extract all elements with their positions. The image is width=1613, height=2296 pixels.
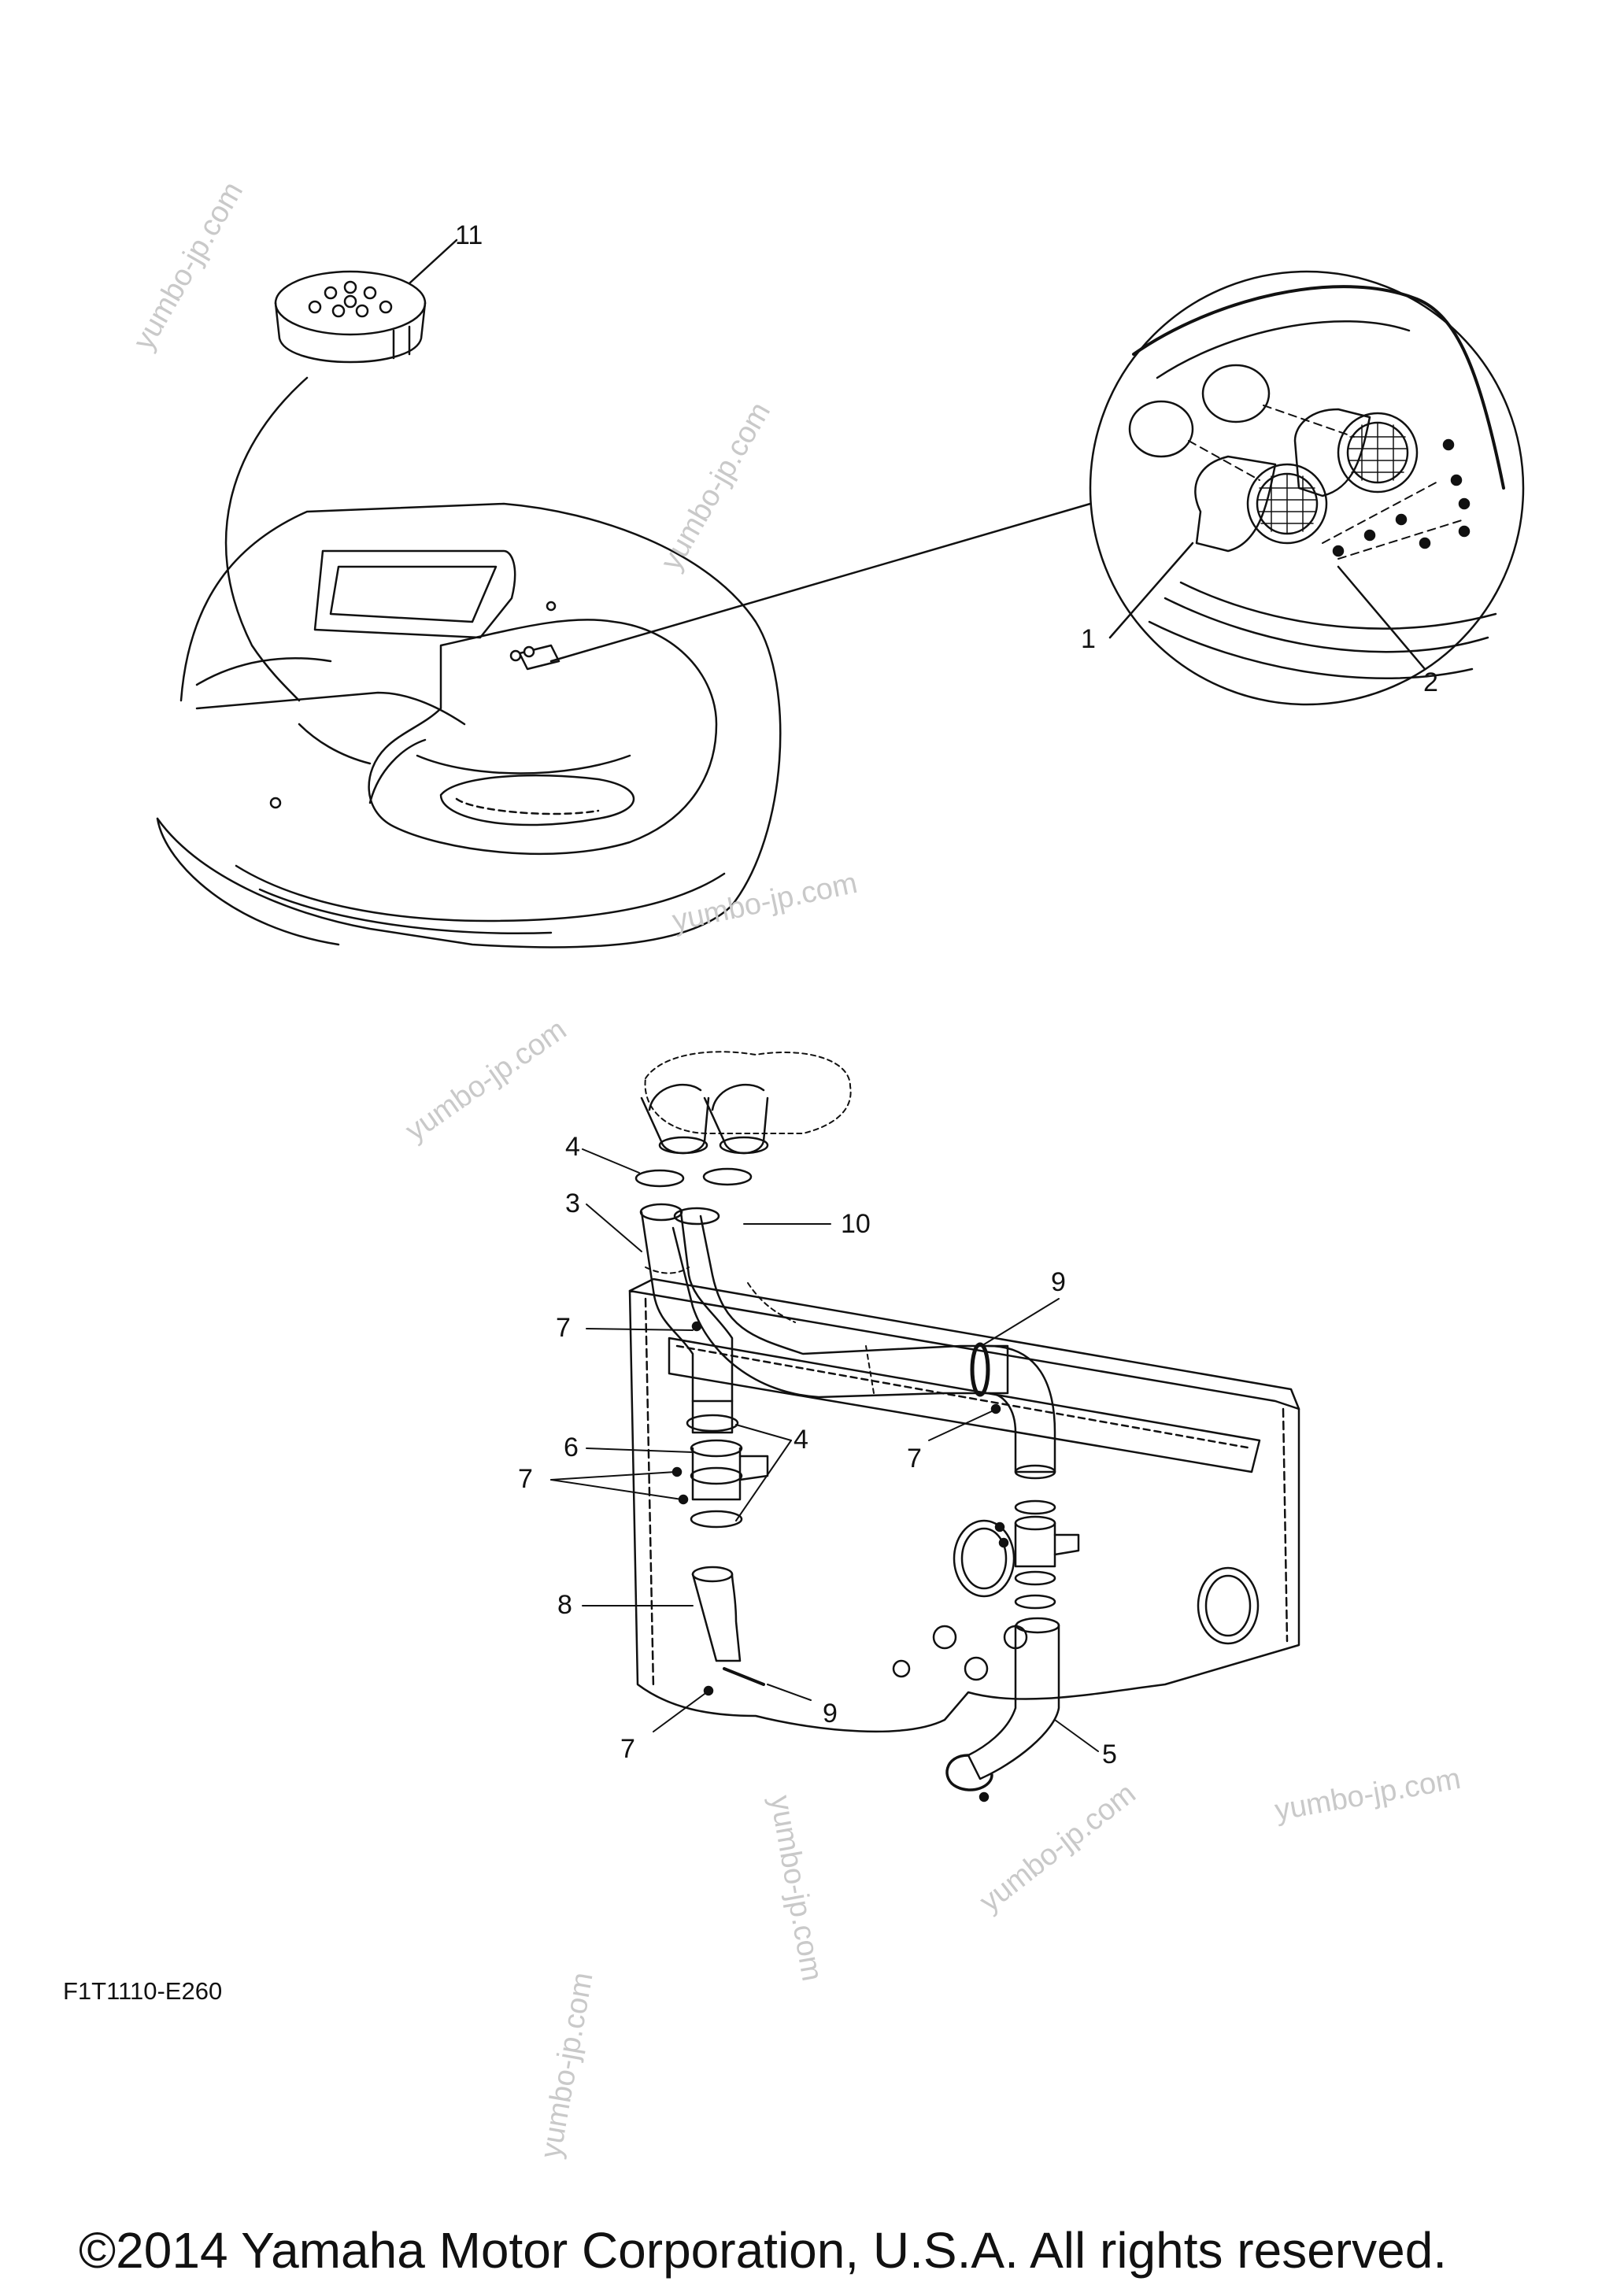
hull-deck-view xyxy=(156,502,782,948)
callout-8: 8 xyxy=(557,1590,572,1620)
callout-7-right: 7 xyxy=(907,1444,922,1473)
callout-4-middle: 4 xyxy=(794,1425,808,1455)
vent-cap-11 xyxy=(274,238,458,364)
diagram-code: F1T1110-E260 xyxy=(63,1977,223,2005)
callout-11: 11 xyxy=(455,220,483,250)
callout-4-top: 4 xyxy=(565,1132,580,1162)
callout-2: 2 xyxy=(1423,667,1438,697)
callout-5: 5 xyxy=(1102,1740,1117,1769)
callout-leaders xyxy=(550,1148,1099,1752)
callout-9-lower: 9 xyxy=(823,1699,838,1728)
callout-6: 6 xyxy=(564,1433,579,1462)
callout-7-upper: 7 xyxy=(556,1313,571,1343)
leader-detail xyxy=(549,502,1092,663)
callout-9-upper: 9 xyxy=(1051,1267,1066,1297)
callout-10: 10 xyxy=(841,1209,871,1239)
callout-3: 3 xyxy=(565,1189,580,1218)
leader-11-hull xyxy=(224,376,309,702)
callout-1: 1 xyxy=(1081,624,1096,654)
callout-7-bottom: 7 xyxy=(620,1734,635,1764)
copyright-notice: ©2014 Yamaha Motor Corporation, U.S.A. A… xyxy=(79,2222,1448,2279)
detail-circle-vents xyxy=(1089,270,1525,706)
hose-assembly xyxy=(628,1051,1300,1802)
callout-7-left: 7 xyxy=(518,1464,533,1494)
